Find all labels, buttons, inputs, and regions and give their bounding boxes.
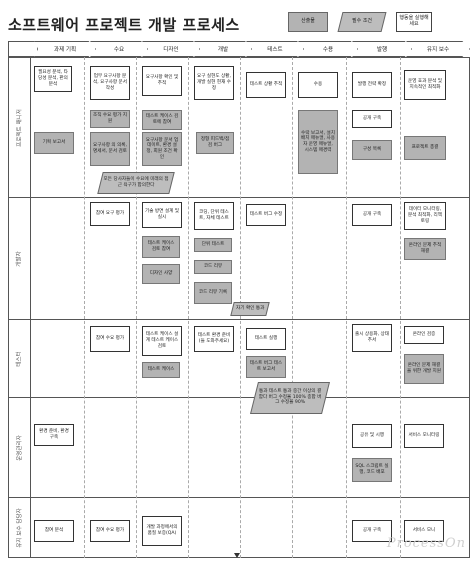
qa-test-activity[interactable]: 테스트 실행	[246, 328, 286, 350]
maint-planning-activity[interactable]: 참여 분석	[34, 520, 74, 542]
dev-design-activity[interactable]: 기술 방면 설계 및 실시	[142, 202, 182, 228]
pm-design-activity[interactable]: 요구사항 확인 및 추적	[142, 66, 182, 96]
lane-developer: 개발자	[8, 197, 470, 319]
qa-release-activity[interactable]: 출시 상용화, 상태 추서	[352, 324, 392, 352]
phase-corner	[8, 41, 38, 57]
dev-key-condition: 자기 확인 통과	[230, 302, 270, 316]
dev-test-activity[interactable]: 테스트 버그 수정	[246, 204, 286, 226]
phase-demand: 수요	[90, 41, 148, 57]
legend-activity: 행동을 실행해 세요	[396, 12, 432, 32]
pm-release-output-a[interactable]: 공개 구축	[352, 110, 392, 128]
phase-design: 디자인	[142, 41, 200, 57]
dev-maint-output: 온라인 문제 추적 해결	[404, 238, 446, 260]
pm-acceptance-output: 수락 보고서, 설치 배치 매뉴얼, 사용자 운영 매뉴얼, 시스템 매경력	[298, 110, 338, 174]
qa-maint-output: 온라인 문제 해결을 위한 개발 지원	[404, 354, 444, 384]
lane-label-text: 프로젝트 매니저	[17, 108, 23, 147]
dev-dev-output-b: 코드 리뷰	[194, 260, 232, 274]
dev-design-output-b: 디자인 사양	[142, 264, 180, 284]
dev-dev-activity[interactable]: 코딩, 단위 테스트, 자체 테스트	[194, 202, 234, 230]
lane-label-text: 테스터	[16, 350, 23, 367]
maint-release-activity[interactable]: 공개 구축	[352, 520, 392, 542]
pm-release-output-b: 구성 목록	[352, 140, 392, 160]
pm-dev-output: 정형 피드백/점검 버그	[196, 132, 234, 154]
column-divider	[346, 57, 347, 558]
dev-release-activity[interactable]: 공개 구축	[352, 204, 392, 226]
phase-planning: 과제 기획	[34, 41, 96, 57]
maint-maint-activity[interactable]: 서비스 모니	[404, 520, 444, 542]
phase-development: 개발	[194, 41, 252, 57]
pm-test-activity[interactable]: 테스트 상황 추적	[246, 72, 286, 98]
qa-key-condition: 통과 테스트 통과 중간 이상의 결함다 버그 수정율 100% 종합 버그 수…	[250, 382, 330, 414]
lane-label-pm: 프로젝트 매니저	[8, 58, 31, 197]
pm-demand-output-b: 요구사항 의 의록, 명세서, 문서 검토	[90, 132, 130, 166]
maint-demand-activity[interactable]: 참여 수요 평가	[90, 520, 130, 542]
lane-label-tester: 테스터	[8, 320, 31, 397]
column-divider	[84, 57, 85, 558]
phase-acceptance: 수용	[298, 41, 358, 57]
page-title: 소프트웨어 프로젝트 개발 프로세스	[8, 16, 240, 34]
qa-design-activity[interactable]: 테스트 케이스 설계 테스트 케이스 검토	[142, 326, 182, 356]
legend-activity-label: 행동을 실행해 세요	[399, 15, 429, 27]
pm-demand-output-a: 조직 수요 평가 지원	[90, 110, 130, 128]
dev-maint-activity[interactable]: 데이터 모니터링, 분석 최적화, 리액토링	[404, 202, 446, 230]
lane-label-developer: 개발자	[8, 198, 31, 319]
maint-design-activity[interactable]: 개발 과정에서의 품질 보증(QA)	[142, 516, 182, 546]
qa-demand-activity[interactable]: 참여 수요 평가	[90, 326, 130, 352]
dev-demand-activity[interactable]: 참여 요구 평가	[90, 202, 130, 226]
pm-release-activity[interactable]: 발행 전략 확정	[352, 72, 392, 98]
pm-dev-activity[interactable]: 요구 실현도 상황, 개발 실현 현재 수정	[194, 66, 234, 100]
pm-demand-key-condition: 모든 당사자들이 수요에 미래의 접근 욕구가 합의한다	[97, 172, 175, 194]
pm-maint-activity[interactable]: 운영 효과 분석 및 지속적인 최적화	[404, 70, 446, 100]
lane-label-text: 개발자	[16, 250, 23, 267]
dev-design-output-a: 테스트 케이스 검토 참여	[142, 236, 180, 258]
phase-maintenance: 유지 보수	[406, 41, 470, 57]
column-divider	[188, 57, 189, 558]
lane-tester: 테스터	[8, 319, 470, 397]
ops-release-activity[interactable]: 공유 및 시행	[352, 424, 392, 448]
lane-maintenance: 유지 보수 담당자	[8, 497, 470, 558]
watermark: ProcessOn	[386, 536, 466, 551]
legend-output: 산출물	[288, 12, 328, 32]
lane-operations: 운영관리자	[8, 397, 470, 497]
dev-key-text: 자기 확인 통과	[235, 306, 265, 312]
qa-maint-activity[interactable]: 온라인 검증	[404, 326, 444, 344]
pm-acceptance-activity[interactable]: 수용	[298, 72, 338, 98]
column-divider	[400, 57, 401, 558]
flow-arrow-down-icon	[234, 553, 240, 558]
legend-key-label: 필수 조건	[352, 18, 372, 25]
dev-dev-output-a: 단위 테스트	[194, 238, 232, 252]
phase-testing: 테스트	[246, 41, 304, 57]
qa-key-text: 통과 테스트 통과 중간 이상의 결함다 버그 수정율 100% 종합 버그 수…	[258, 389, 322, 406]
pm-design-output-b: 요구사항 문서 업데이트, 환경 설정, 회원 조건 확인	[142, 132, 182, 166]
phase-header: 과제 기획 수요 디자인 개발 테스트 수용 발행 유지 보수	[8, 41, 470, 57]
pm-maint-output: 프로젝트 총결	[404, 136, 446, 160]
phase-release: 발행	[352, 41, 412, 57]
lane-label-text: 운영관리자	[17, 434, 24, 461]
legend-output-label: 산출물	[301, 18, 315, 25]
lane-label-text: 유지 보수 담당자	[17, 508, 23, 548]
pm-key-text: 모든 당사자들이 수요에 미래의 접근 욕구가 합의한다	[103, 177, 169, 188]
column-divider	[136, 57, 137, 558]
ops-planning-activity[interactable]: 환경 준비, 환경 구축	[34, 424, 74, 446]
qa-test-output: 테스트 버그 테스트 보고서	[246, 356, 286, 378]
pm-design-output-a: 테스트 케이스 검토에 참여	[142, 110, 182, 130]
lane-label-operations: 운영관리자	[8, 398, 31, 497]
legend-key-condition: 필수 조건	[337, 12, 387, 32]
qa-design-output: 테스트 케이스	[142, 362, 180, 378]
pm-planning-output: 기획 보고서	[34, 132, 74, 154]
pm-demand-activity[interactable]: 업무 요구사항 분석, 요구사항 문서 작성	[90, 66, 130, 100]
dev-dev-output-c: 코드 리뷰 기록	[194, 282, 232, 304]
ops-maint-activity[interactable]: 서비스 모니터링	[404, 424, 444, 448]
pm-planning-activity[interactable]: 필요성 분석, 타당성 분석, 판의 분석	[34, 66, 72, 92]
ops-release-output: SQL 스크립트 실행, 코드 배포	[352, 458, 392, 482]
column-divider	[292, 57, 293, 558]
qa-dev-activity[interactable]: 테스트 환경 준비(들 도와주세요)	[194, 326, 234, 352]
lane-label-maintenance: 유지 보수 담당자	[8, 498, 31, 558]
